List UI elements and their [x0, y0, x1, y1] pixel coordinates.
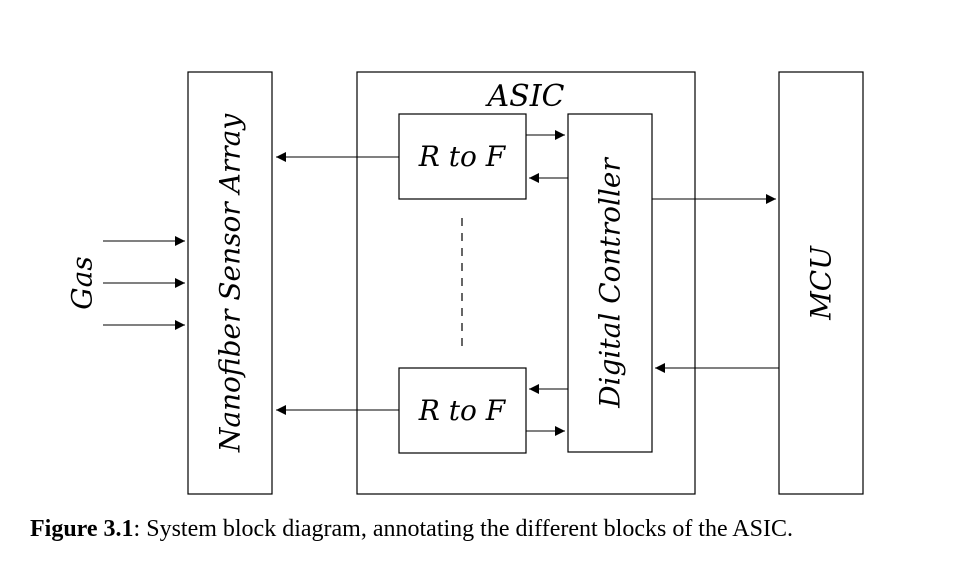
asic-label: ASIC	[484, 79, 564, 114]
rtof-bottom-label: R to F	[418, 394, 507, 427]
sensor-array-label: Nanofiber Sensor Array	[214, 113, 247, 454]
mcu-label: MCU	[805, 245, 838, 321]
rtof-top-label: R to F	[418, 140, 507, 173]
system-block-diagram: ASIC R to F R to F Nanofiber Sensor Arra…	[66, 71, 864, 495]
digital-controller-block	[567, 113, 653, 453]
caption-text: : System block diagram, annotating the d…	[133, 516, 793, 542]
sensor-array-block	[187, 71, 273, 495]
gas-label: Gas	[66, 256, 99, 309]
figure-caption: Figure 3.1: System block diagram, annota…	[30, 516, 950, 543]
figure-number: Figure 3.1	[30, 516, 134, 542]
digital-controller-label: Digital Controller	[594, 157, 627, 409]
mcu-block	[778, 71, 864, 495]
asic-block	[356, 71, 696, 495]
